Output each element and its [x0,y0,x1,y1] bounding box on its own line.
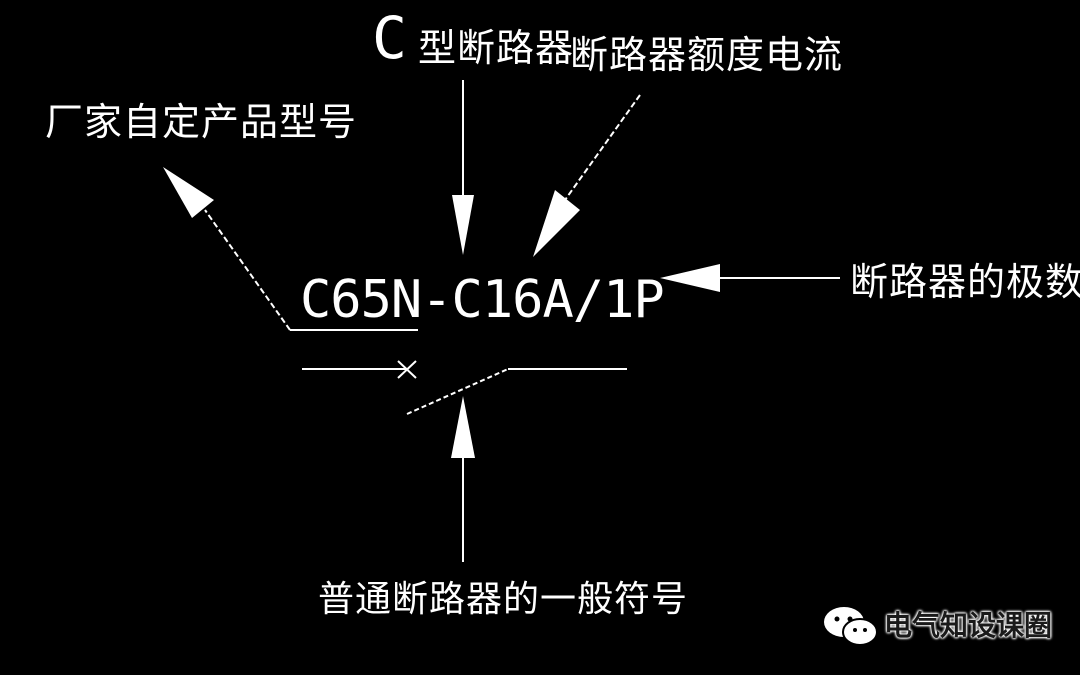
wechat-icon [824,607,878,646]
watermark: 电气知设课圈 [822,603,1053,649]
arrow-c-type [452,80,474,255]
label-general-symbol: 普通断路器的一般符号 [318,579,689,620]
label-poles: 断路器的极数 [850,260,1080,304]
designation-text: C65N-C16A/1P [300,270,665,330]
label-rated-current: 断路器额度电流 [570,33,844,77]
label-manufacturer-model: 厂家自定产品型号 [45,100,358,144]
arrow-general-symbol [451,396,475,562]
arrow-poles [660,264,840,292]
arrow-rated-current [533,94,641,257]
breaker-symbol [302,360,627,415]
label-c-type: 型断路器 [418,26,575,70]
watermark-text: 电气知设课圈 [884,609,1053,642]
label-c-letter: C [372,4,407,72]
arrow-manufacturer-model [163,167,418,331]
